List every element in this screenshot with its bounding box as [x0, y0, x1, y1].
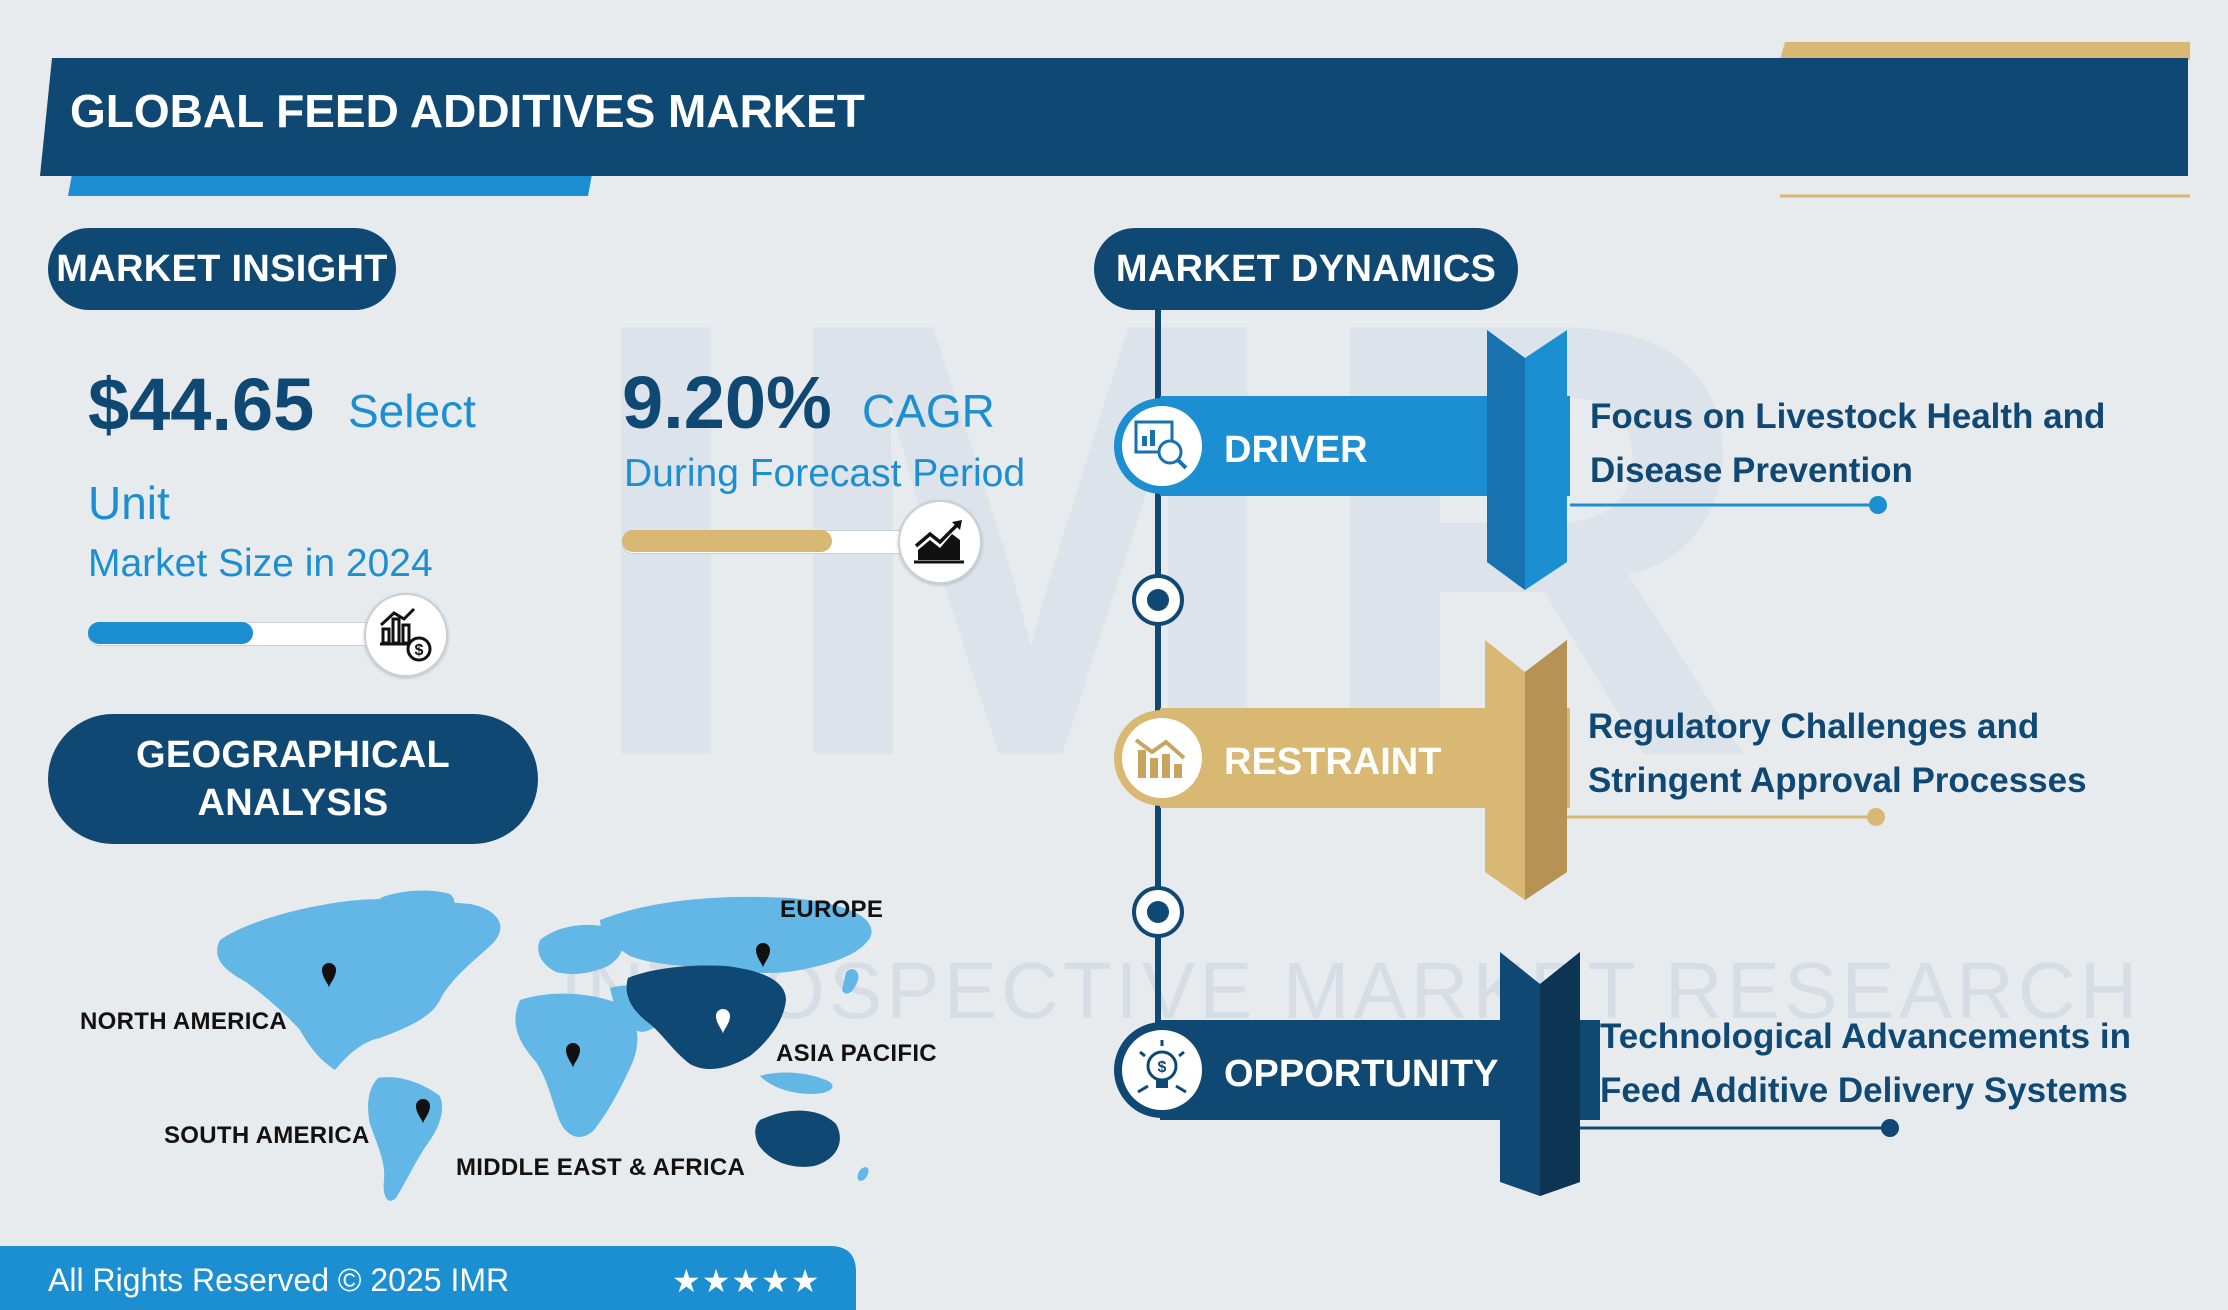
- lightbulb-dollar-icon: $: [1114, 1022, 1210, 1118]
- bar-chart-dollar-icon: $: [364, 593, 448, 677]
- market-size-unit-b: Unit: [88, 477, 170, 529]
- pin-mea: [566, 1043, 580, 1068]
- region-mea: MIDDLE EAST & AFRICA: [456, 1154, 746, 1181]
- cagr-progress-fill: [622, 530, 832, 552]
- opportunity-label: OPPORTUNITY: [1224, 1052, 1499, 1095]
- restraint-text-line1: Regulatory Challenges and: [1588, 707, 2040, 746]
- map-nz: [857, 1167, 869, 1181]
- geo-heading: GEOGRAPHICAL ANALYSIS: [48, 714, 538, 844]
- analytics-magnifier-icon: [1114, 398, 1210, 494]
- region-asia-pacific: ASIA PACIFIC: [776, 1040, 937, 1067]
- market-insight-heading: MARKET INSIGHT: [48, 228, 396, 310]
- page-title: GLOBAL FEED ADDITIVES MARKET: [70, 85, 865, 137]
- map-japan: [842, 969, 859, 994]
- driver-text-line1: Focus on Livestock Health and: [1590, 397, 2106, 436]
- map-africa: [515, 993, 638, 1137]
- opportunity-text-line1: Technological Advancements in: [1600, 1017, 2131, 1056]
- market-dynamics-heading: MARKET DYNAMICS: [1094, 228, 1518, 310]
- region-south-america: SOUTH AMERICA: [164, 1122, 370, 1149]
- geo-heading-line2: ANALYSIS: [197, 782, 389, 824]
- cagr-value: 9.20%: [622, 361, 832, 444]
- map-australia: [755, 1110, 840, 1167]
- region-europe: EUROPE: [780, 896, 884, 923]
- market-size-unit-a: Select: [348, 385, 476, 437]
- footer-stars: ★★★★★: [672, 1263, 821, 1299]
- world-map: [217, 890, 872, 1201]
- driver-label: DRIVER: [1224, 428, 1368, 471]
- restraint-text-line2: Stringent Approval Processes: [1588, 761, 2087, 800]
- restraint-label: RESTRAINT: [1224, 740, 1442, 783]
- map-south-america: [368, 1077, 443, 1201]
- footer-bar: [0, 1246, 856, 1310]
- map-greenland: [380, 890, 455, 923]
- cagr-label: CAGR: [862, 385, 995, 437]
- cagr-caption: During Forecast Period: [624, 452, 1026, 495]
- market-size-caption: Market Size in 2024: [88, 542, 433, 585]
- pin-south-america: [416, 1099, 430, 1124]
- dynamics-graphics: [1132, 300, 1899, 1196]
- svg-text:$: $: [415, 642, 424, 659]
- pin-europe: [756, 943, 770, 968]
- map-asia-pacific: [626, 965, 786, 1070]
- pin-north-america: [322, 963, 336, 988]
- map-north-america: [217, 898, 501, 1070]
- header-banner: [40, 42, 2190, 198]
- map-europe: [538, 924, 623, 974]
- footer-copyright: All Rights Reserved © 2025 IMR: [48, 1262, 510, 1298]
- opportunity-text-line2: Feed Additive Delivery Systems: [1600, 1071, 2128, 1110]
- market-size-progress-fill: [88, 622, 253, 644]
- svg-text:$: $: [1158, 1059, 1167, 1076]
- map-russia-asia: [600, 896, 872, 974]
- pin-asia-pacific: [716, 1009, 730, 1034]
- region-north-america: NORTH AMERICA: [80, 1008, 287, 1035]
- driver-text-line2: Disease Prevention: [1590, 451, 1913, 490]
- market-size-value: $44.65: [88, 363, 315, 446]
- growth-chart-icon: [898, 500, 982, 584]
- declining-chart-icon: [1114, 710, 1210, 806]
- geo-heading-line1: GEOGRAPHICAL: [136, 734, 450, 776]
- map-indonesia: [760, 1072, 833, 1094]
